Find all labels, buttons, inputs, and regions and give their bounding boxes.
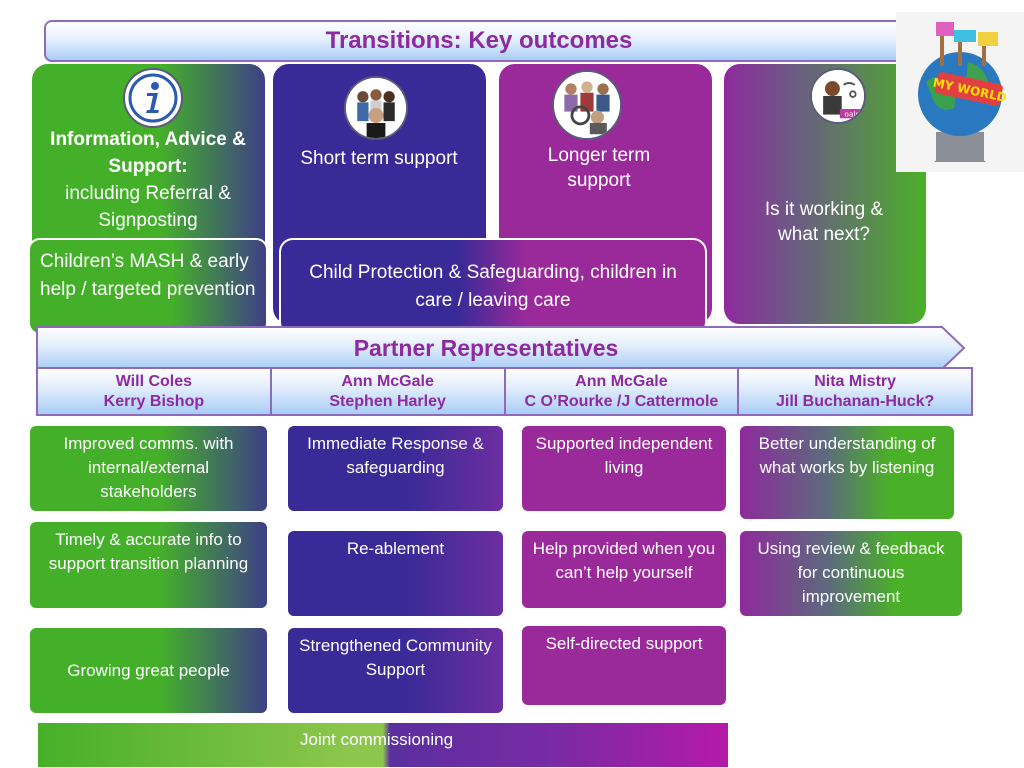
partner-table: Will Coles Kerry Bishop Ann McGale Steph…	[36, 367, 973, 416]
outcome-box: Better understanding of what works by li…	[740, 426, 954, 519]
outcome-text: Improved comms. with internal/external s…	[63, 434, 234, 501]
outcome-box: Using review & feedback for continuous i…	[740, 531, 962, 616]
partner-name: Ann McGale	[575, 372, 668, 390]
partner-name: C O’Rourke /J Cattermole	[524, 392, 719, 410]
outcome-box: Improved comms. with internal/external s…	[30, 426, 267, 511]
outcome-text: Timely & accurate info to support transi…	[48, 530, 249, 573]
partner-name: Will Coles	[115, 372, 193, 390]
outcome-text: Help provided when you can’t help yourse…	[532, 539, 716, 582]
people-photo-icon	[552, 70, 622, 140]
partner-cell: Will Coles Kerry Bishop	[38, 369, 272, 414]
partner-name: Stephen Harley	[329, 392, 446, 410]
people-photo-icon	[344, 76, 408, 140]
partner-cell: Ann McGale C O’Rourke /J Cattermole	[506, 369, 740, 414]
partner-name: Nita Mistry	[814, 372, 897, 390]
outcome-text: Self-directed support	[545, 634, 703, 653]
short-term-label: Short term support	[300, 148, 458, 169]
outcome-text: Using review & feedback for continuous i…	[757, 539, 945, 606]
mash-text: Children’s MASH & early help / targeted …	[40, 251, 256, 300]
outcome-box: Strengthened Community Support	[288, 628, 503, 713]
partner-cell: Ann McGale Stephen Harley	[272, 369, 506, 414]
review-label: Is it working & what next?	[764, 199, 884, 245]
outcome-box: Self-directed support	[522, 626, 726, 705]
outcome-box: Supported independent living	[522, 426, 726, 511]
longer-term-label: Longer term support	[547, 145, 651, 191]
svg-text:oals: oals	[844, 109, 859, 118]
partner-name: Jill Buchanan-Huck?	[776, 392, 935, 410]
joint-commissioning-label: Joint commissioning	[300, 730, 454, 749]
outcome-text: Re-ablement	[346, 539, 445, 558]
page-title: Transitions: Key outcomes	[325, 27, 633, 54]
outcome-box: Timely & accurate info to support transi…	[30, 522, 267, 608]
title-banner: Transitions: Key outcomes	[44, 20, 914, 62]
person-goals-icon: oals	[810, 68, 866, 124]
my-world-photo: MY WORLD	[896, 12, 1024, 172]
outcome-box: Immediate Response & safeguarding	[288, 426, 503, 511]
partner-cell: Nita Mistry Jill Buchanan-Huck?	[739, 369, 971, 414]
child-protection-text: Child Protection & Safeguarding, childre…	[309, 262, 677, 311]
partner-arrow	[36, 326, 966, 370]
information-advice-support-text: Information, Advice & Support: including…	[40, 126, 256, 234]
column-review	[722, 62, 928, 326]
partner-name: Kerry Bishop	[103, 392, 205, 410]
outcome-box: Re-ablement	[288, 531, 503, 616]
outcome-text: Supported independent living	[535, 434, 713, 477]
outcome-text: Immediate Response & safeguarding	[307, 434, 484, 477]
partner-name: Ann McGale	[341, 372, 434, 390]
mash-band: Children’s MASH & early help / targeted …	[28, 238, 268, 335]
partner-title: Partner Representatives	[353, 335, 619, 361]
outcome-box: Growing great people	[30, 628, 267, 713]
child-protection-band: Child Protection & Safeguarding, childre…	[279, 238, 707, 336]
outcome-box: Help provided when you can’t help yourse…	[522, 531, 726, 608]
info-title: Information, Advice & Support:	[50, 129, 246, 177]
outcome-text: Growing great people	[67, 660, 230, 680]
info-icon	[123, 68, 183, 128]
outcome-text: Better understanding of what works by li…	[758, 434, 936, 477]
info-subtitle: including Referral & Signposting	[65, 183, 231, 231]
outcome-text: Strengthened Community Support	[299, 636, 492, 679]
joint-commissioning-bar	[38, 723, 728, 767]
